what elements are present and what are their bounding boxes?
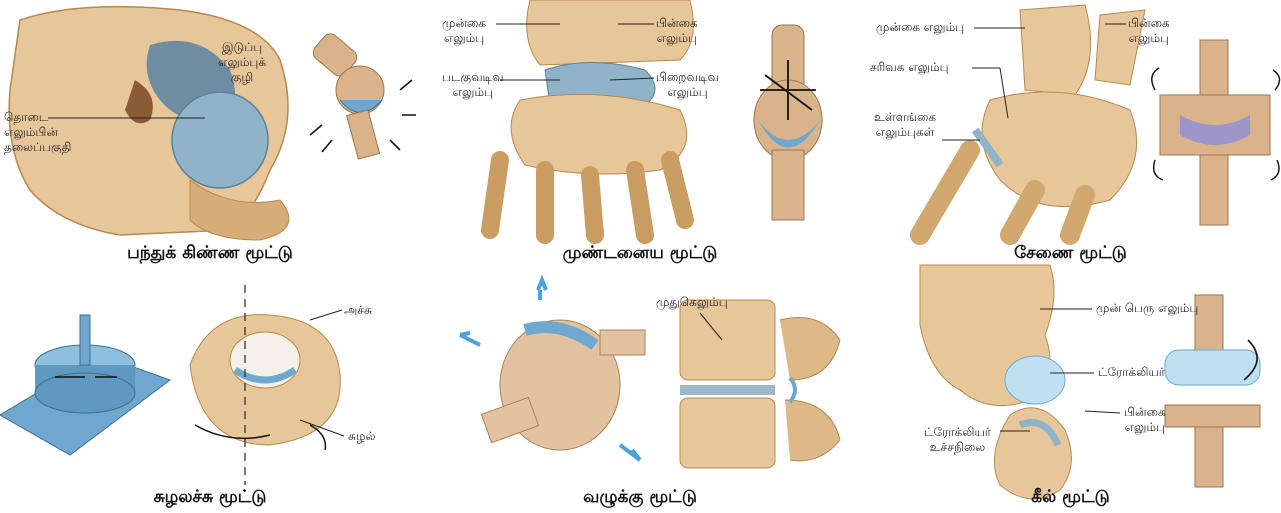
ball-socket-title: பந்துக் கிண்ண மூட்டு xyxy=(0,243,420,265)
ball-socket-panel: இடுப்பு எலும்புக் குழி தொடை எலும்பின் தல… xyxy=(0,0,420,265)
leader-lines xyxy=(860,0,1281,265)
leader-lines xyxy=(860,265,1281,513)
gliding-title: வழுக்கு மூட்டு xyxy=(430,487,850,509)
leader-lines xyxy=(430,0,850,265)
pivot-panel: அச்சு சுழல் சுழலச்சு மூட்டு xyxy=(0,265,420,513)
condyloid-panel: முன்கை எலும்பு பின்கை எலும்பு படகுவடிவ எ… xyxy=(430,0,850,265)
leader-lines xyxy=(0,265,420,513)
leader-lines xyxy=(430,265,850,513)
hinge-title: கீல் மூட்டு xyxy=(860,487,1281,509)
saddle-title: சேணை மூட்டு xyxy=(860,243,1281,265)
pivot-title: சுழலச்சு மூட்டு xyxy=(0,487,420,509)
condyloid-title: முண்டனைய மூட்டு xyxy=(430,243,850,265)
saddle-panel: முன்கை எலும்பு பின்கை எலும்பு சரிவக எலும… xyxy=(860,0,1281,265)
gliding-panel: முதுகெலும்பு வழுக்கு மூட்டு xyxy=(430,265,850,513)
leader-lines xyxy=(0,0,420,265)
hinge-panel: முன் பெரு எலும்பு ட்ரோக்லியர் பின்கை எலு… xyxy=(860,265,1281,513)
